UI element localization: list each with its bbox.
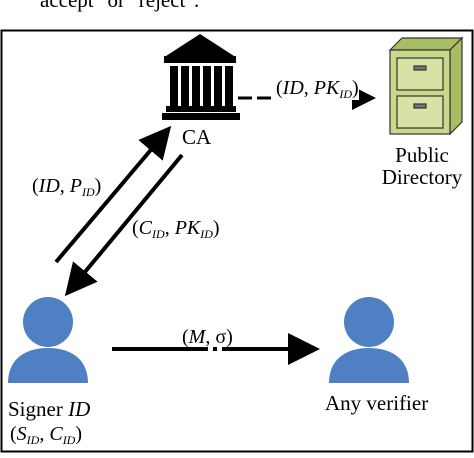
edge-signer-to-ca-b-sub: ID xyxy=(82,185,95,199)
edge-signer-to-verifier-a: M xyxy=(188,326,206,348)
edge-signer-to-ca-b: P xyxy=(69,175,82,197)
arrow-signer-to-ca xyxy=(54,125,172,264)
edge-label-signer-to-ca: (ID, PID) xyxy=(32,175,102,199)
signer-label: Signer ID xyxy=(8,399,90,420)
signer-label-id: ID xyxy=(68,397,91,421)
edge-ca-to-directory-b-sub: ID xyxy=(339,87,353,101)
file-cabinet-icon xyxy=(388,36,464,136)
edge-label-ca-to-directory: (ID, PKID) xyxy=(276,77,359,101)
edge-ca-to-directory-b: PK xyxy=(313,77,340,99)
edge-ca-to-signer-a: C xyxy=(138,217,153,239)
public-directory-line1: Public xyxy=(395,143,449,167)
caption-fragment: accept" or "reject". xyxy=(40,0,200,12)
edge-signer-to-ca-a: ID xyxy=(38,175,60,197)
edge-ca-to-signer-b: PK xyxy=(174,217,201,239)
diagram-frame xyxy=(0,29,474,453)
arrow-ca-to-signer xyxy=(64,153,184,297)
ca-label: CA xyxy=(182,125,212,149)
ca-bank-icon xyxy=(162,34,240,120)
signer-key-s: S xyxy=(16,423,27,445)
signer-keys-label: (SID, CID) xyxy=(10,423,83,447)
verifier-label: Any verifier xyxy=(325,391,429,415)
edge-signer-to-verifier-b: σ xyxy=(215,326,227,348)
public-directory-line2: Directory xyxy=(381,165,463,189)
signer-key-c: C xyxy=(49,423,63,445)
signer-label-prefix: Signer xyxy=(8,397,63,421)
public-directory-label: Public Directory xyxy=(370,144,474,188)
edge-ca-to-signer-b-sub: ID xyxy=(200,227,213,241)
signer-key-c-sub: ID xyxy=(62,433,76,447)
edge-label-ca-to-signer: (CID, PKID) xyxy=(132,217,220,241)
signer-key-s-sub: ID xyxy=(26,433,40,447)
verifier-person-icon xyxy=(329,297,409,383)
edge-ca-to-directory-a: ID xyxy=(282,77,304,99)
edge-ca-to-signer-a-sub: ID xyxy=(152,227,165,241)
edge-label-signer-to-verifier: (M, σ) xyxy=(182,326,233,348)
signer-person-icon xyxy=(8,297,88,383)
